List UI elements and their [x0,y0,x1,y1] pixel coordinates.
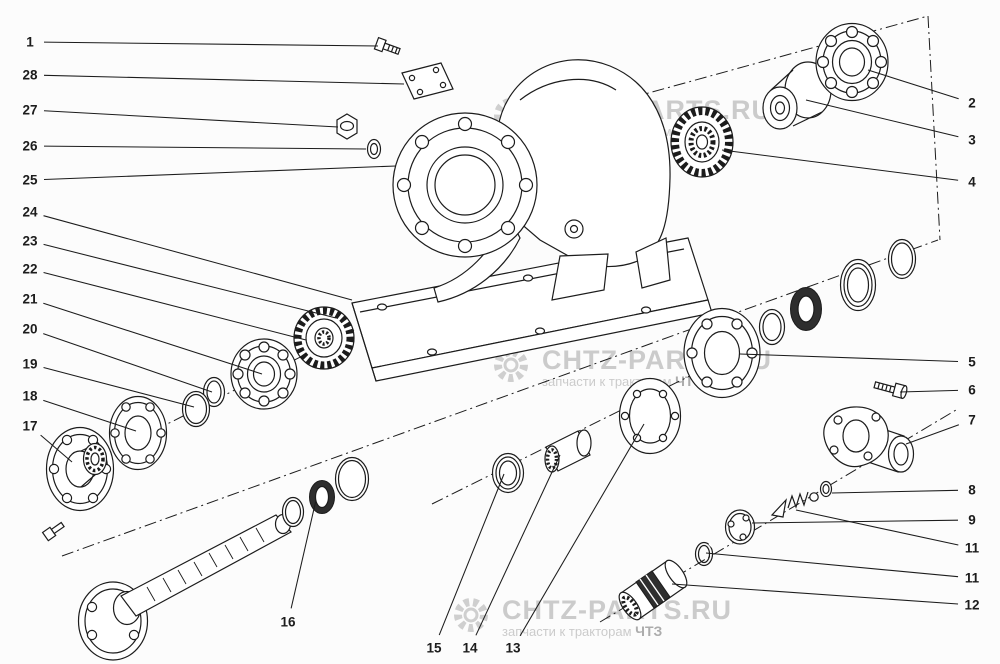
splined-coupling-part-12 [618,559,688,621]
bolt-part-1 [373,36,401,56]
gasket-part-13 [618,377,682,455]
bolt-part-6 [873,381,908,400]
snap-ring-part-11 [694,541,714,567]
gear-part-22 [293,306,355,370]
hub-flange-part-17 [41,426,115,542]
output-shaft [77,513,292,661]
ring-part-19 [181,390,211,428]
splined-bushing-part-14 [544,429,592,473]
ball-bearing-part-2 [815,22,889,102]
washer-part-26 [366,138,382,160]
bearing-flange-part-5 [683,307,761,399]
seal-rings-part-16 [281,456,370,528]
ball-bearing-part-21 [230,338,298,410]
gear-watermark-icon [488,342,534,393]
plug-part-27 [336,113,358,140]
splined-gear-part-4 [670,106,734,178]
seal-ring-chain-right [758,238,917,346]
housing-flange [392,112,538,258]
valve-fitting-part-8 [770,480,833,518]
plate-part-9 [724,509,756,545]
cover-part-7 [823,406,915,473]
flange-part-18 [108,395,168,471]
gasket-plate-part-28 [401,62,454,100]
seal-part-15 [491,452,525,494]
